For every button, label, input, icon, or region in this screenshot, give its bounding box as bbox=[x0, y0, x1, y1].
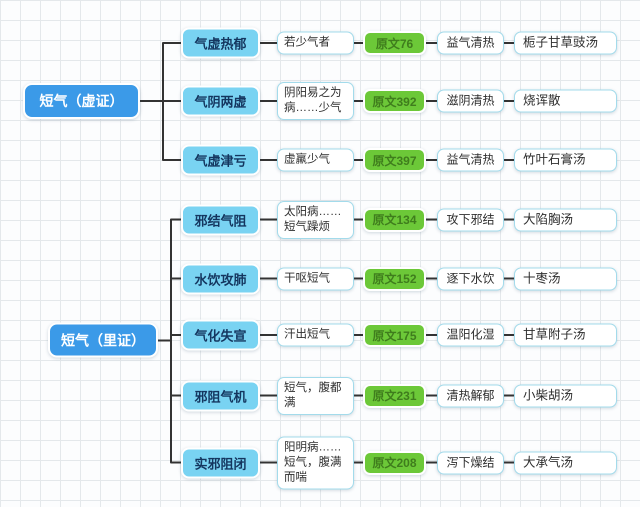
branch-node[interactable]: 实邪阻闭 bbox=[181, 447, 260, 478]
formula-node[interactable]: 大承气汤 bbox=[514, 451, 617, 474]
root-node-interior[interactable]: 短气（里证） bbox=[48, 322, 158, 358]
symptom-node[interactable]: 太阳病……短气躁烦 bbox=[277, 200, 354, 239]
method-node[interactable]: 攻下邪结 bbox=[437, 208, 504, 231]
source-ref-node[interactable]: 原文152 bbox=[363, 266, 426, 291]
branch-node[interactable]: 水饮攻肺 bbox=[181, 263, 260, 294]
source-ref-node[interactable]: 原文134 bbox=[363, 207, 426, 232]
branch-node[interactable]: 气虚热郁 bbox=[181, 27, 260, 59]
formula-node[interactable]: 甘草附子汤 bbox=[514, 323, 617, 347]
formula-node[interactable]: 大陷胸汤 bbox=[514, 208, 617, 231]
method-node[interactable]: 滋阴清热 bbox=[437, 89, 504, 113]
method-node[interactable]: 益气清热 bbox=[437, 31, 504, 55]
source-ref-node[interactable]: 原文208 bbox=[363, 450, 426, 475]
source-ref-node[interactable]: 原文175 bbox=[363, 323, 426, 347]
symptom-node[interactable]: 阴阳易之为病……少气 bbox=[277, 82, 354, 120]
method-node[interactable]: 益气清热 bbox=[437, 148, 504, 172]
method-node[interactable]: 泻下燥结 bbox=[437, 451, 504, 474]
formula-node[interactable]: 竹叶石膏汤 bbox=[514, 148, 617, 172]
branch-node[interactable]: 气阴两虚 bbox=[181, 85, 260, 117]
symptom-node[interactable]: 虚羸少气 bbox=[277, 148, 354, 172]
formula-node[interactable]: 栀子甘草豉汤 bbox=[514, 31, 617, 55]
formula-node[interactable]: 烧诨散 bbox=[514, 89, 617, 113]
root-node-deficiency[interactable]: 短气（虚证） bbox=[23, 83, 140, 119]
symptom-node[interactable]: 短气，腹都满 bbox=[277, 376, 354, 415]
source-ref-node[interactable]: 原文392 bbox=[363, 89, 426, 113]
symptom-node[interactable]: 阳明病……短气，腹满而喘 bbox=[277, 436, 354, 489]
branch-node[interactable]: 气虚津亏 bbox=[181, 144, 260, 176]
branch-node[interactable]: 邪结气阻 bbox=[181, 204, 260, 235]
formula-node[interactable]: 十枣汤 bbox=[514, 267, 617, 290]
symptom-node[interactable]: 若少气者 bbox=[277, 31, 354, 55]
method-node[interactable]: 逐下水饮 bbox=[437, 267, 504, 290]
source-ref-node[interactable]: 原文231 bbox=[363, 383, 426, 408]
source-ref-node[interactable]: 原文397 bbox=[363, 148, 426, 172]
method-node[interactable]: 清热解郁 bbox=[437, 384, 504, 407]
method-node[interactable]: 温阳化湿 bbox=[437, 323, 504, 347]
symptom-node[interactable]: 汗出短气 bbox=[277, 323, 354, 347]
formula-node[interactable]: 小柴胡汤 bbox=[514, 384, 617, 407]
branch-node[interactable]: 邪阻气机 bbox=[181, 380, 260, 411]
source-ref-node[interactable]: 原文76 bbox=[363, 31, 426, 55]
branch-node[interactable]: 气化失宣 bbox=[181, 319, 260, 351]
symptom-node[interactable]: 干呕短气 bbox=[277, 267, 354, 290]
